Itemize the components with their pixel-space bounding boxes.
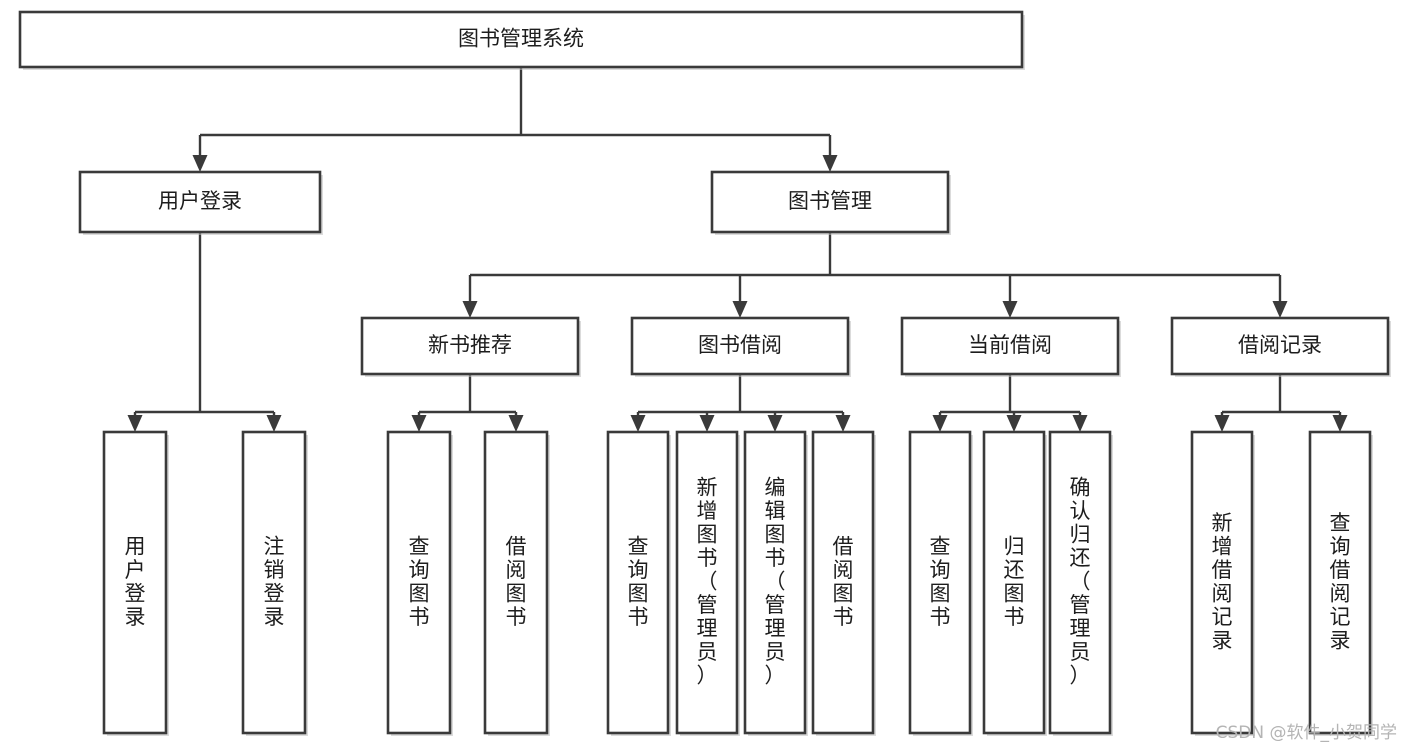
node-label: 借阅图书 bbox=[833, 534, 854, 629]
node-label: 确认归还（管理员） bbox=[1070, 476, 1091, 688]
node-label: 新书推荐 bbox=[428, 333, 512, 357]
node-book-borrowing[interactable]: 图书借阅 bbox=[630, 316, 851, 377]
node-user-login[interactable]: 用户登录 bbox=[78, 170, 323, 235]
leaf-cur-query-book[interactable]: 查询图书 bbox=[908, 430, 973, 736]
node-borrowing-record[interactable]: 借阅记录 bbox=[1170, 316, 1391, 377]
leaf-borrow-add-book[interactable]: 新增图书（管理员） bbox=[675, 430, 740, 736]
node-label: 用户登录 bbox=[125, 534, 146, 629]
node-label: 新增图书（管理员） bbox=[697, 476, 718, 688]
node-label: 借阅记录 bbox=[1238, 333, 1322, 357]
node-label: 查询图书 bbox=[930, 534, 951, 629]
leaf-rec-add-record[interactable]: 新增借阅记录 bbox=[1190, 430, 1255, 736]
leaf-borrow-borrow-book[interactable]: 借阅图书 bbox=[811, 430, 876, 736]
leaf-logout[interactable]: 注销登录 bbox=[241, 430, 308, 736]
node-label: 借阅图书 bbox=[506, 534, 527, 629]
leaf-cur-return-book[interactable]: 归还图书 bbox=[982, 430, 1047, 736]
node-label: 查询图书 bbox=[409, 534, 430, 629]
node-label: 注销登录 bbox=[264, 534, 285, 629]
node-label: 查询借阅记录 bbox=[1330, 511, 1351, 653]
leaf-cur-confirm-return[interactable]: 确认归还（管理员） bbox=[1048, 430, 1113, 736]
node-label: 新增借阅记录 bbox=[1212, 511, 1233, 653]
csdn-watermark: CSDN @软件_小贺同学 bbox=[1215, 723, 1397, 743]
leaf-borrow-edit-book[interactable]: 编辑图书（管理员） bbox=[743, 430, 808, 736]
node-label: 用户登录 bbox=[158, 189, 242, 213]
leaf-user-login[interactable]: 用户登录 bbox=[102, 430, 169, 736]
node-label: 图书借阅 bbox=[698, 333, 782, 357]
node-current-borrowing[interactable]: 当前借阅 bbox=[900, 316, 1121, 377]
connector-lines bbox=[127, 67, 1348, 432]
node-label: 图书管理 bbox=[788, 189, 872, 213]
leaf-rec-query-record[interactable]: 查询借阅记录 bbox=[1308, 430, 1373, 736]
node-label: 编辑图书（管理员） bbox=[765, 476, 786, 688]
leaf-borrow-query-book[interactable]: 查询图书 bbox=[606, 430, 671, 736]
node-boxes: 图书管理系统用户登录图书管理新书推荐图书借阅当前借阅借阅记录用户登录注销登录查询… bbox=[18, 10, 1391, 736]
node-label: 归还图书 bbox=[1004, 534, 1025, 629]
node-root-book-management-system[interactable]: 图书管理系统 bbox=[18, 10, 1025, 70]
node-book-management[interactable]: 图书管理 bbox=[710, 170, 951, 235]
leaf-rec-query-book[interactable]: 查询图书 bbox=[386, 430, 453, 736]
node-new-book-recommendation[interactable]: 新书推荐 bbox=[360, 316, 581, 377]
node-label: 当前借阅 bbox=[968, 333, 1052, 357]
node-label: 图书管理系统 bbox=[458, 27, 584, 51]
node-label: 查询图书 bbox=[628, 534, 649, 629]
leaf-rec-borrow-book[interactable]: 借阅图书 bbox=[483, 430, 550, 736]
